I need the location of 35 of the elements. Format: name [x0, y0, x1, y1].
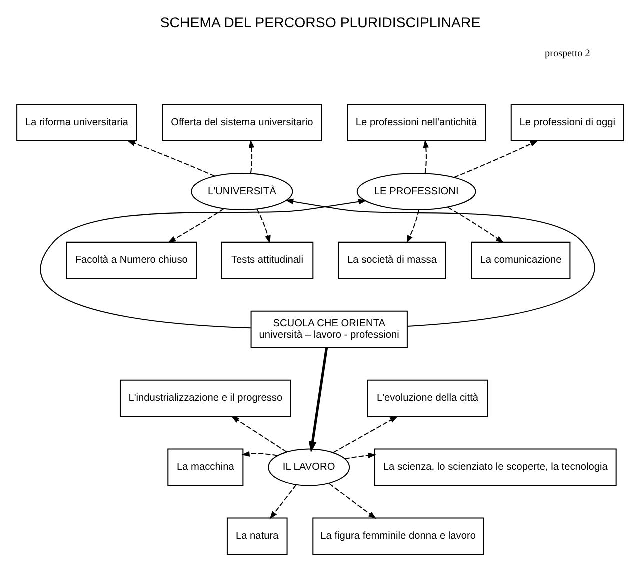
arrow: [256, 209, 271, 244]
node-box: La figura femminile donna e lavoro: [312, 518, 484, 556]
arrow: [127, 140, 216, 177]
arrow: [285, 198, 595, 327]
node-box: L'evoluzione della città: [367, 380, 488, 418]
node-box: La società di massa: [338, 242, 446, 280]
arrow: [423, 140, 429, 174]
arrow: [406, 210, 420, 244]
node-box: Le professioni nell'antichità: [347, 104, 486, 142]
arrow: [333, 416, 398, 454]
arrow: [454, 140, 539, 178]
arrow: [344, 452, 376, 460]
node-box: Offerta del sistema universitario: [162, 104, 322, 142]
label: prospetto 2: [545, 48, 590, 60]
node-box: La natura: [226, 518, 288, 556]
node-box: La macchina: [168, 448, 244, 486]
node-box: L'industrializzazione e il progresso: [120, 380, 292, 418]
arrow: [40, 199, 367, 329]
arrow: [329, 483, 377, 520]
node-box: Tests attitudinali: [221, 242, 314, 280]
node-ellipse: IL LAVORO: [268, 448, 350, 486]
node-box: La comunicazione: [471, 242, 571, 280]
node-box: La scienza, lo scienziato le scoperte, la tecnologia: [374, 448, 617, 486]
arrow: [448, 207, 504, 244]
diagram-title: SCHEMA DEL PERCORSO PLURIDISCIPLINARE: [160, 16, 481, 32]
node-box: SCUOLA CHE ORIENTA università – lavoro - professioni: [250, 310, 408, 348]
arrow: [168, 208, 224, 243]
arrow: [242, 451, 278, 457]
arrow: [248, 140, 255, 174]
arrow: [270, 484, 297, 520]
arrow: [231, 416, 288, 453]
node-box: Facoltà a Numero chiuso: [66, 242, 198, 280]
arrow: [308, 348, 328, 453]
node-box: La riforma universitaria: [16, 104, 138, 142]
node-box: Le professioni di oggi: [510, 104, 624, 142]
